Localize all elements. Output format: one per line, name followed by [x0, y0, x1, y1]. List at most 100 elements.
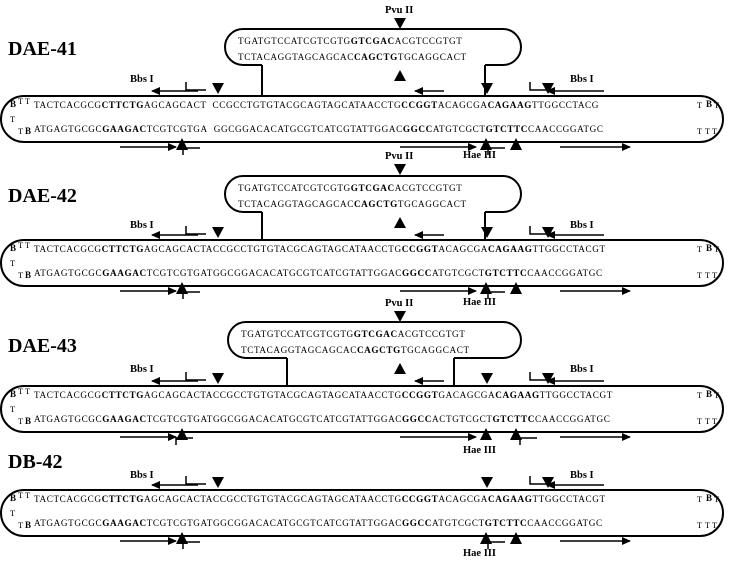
nick-bracket: [529, 82, 548, 91]
hairpin-top-seq: TGATGTCCATCGTCGTGGTCGACACGTCCGTGT: [238, 36, 463, 46]
cap-left-upper: B: [10, 389, 16, 399]
cap-letter: T: [714, 100, 720, 110]
lower-strand-seq: ATGAGTGCGCGAAGACTCGTCGTGATGGCGGACACATGCG…: [34, 414, 610, 424]
nick-bracket: [185, 226, 206, 235]
molecule-outline: [0, 95, 724, 143]
lower-strand-seq: ATGAGTGCGCGAAGACTCGTCGTGATGGCGGACACATGCG…: [34, 518, 603, 528]
enzyme-label-right: Bbs I: [570, 364, 594, 375]
panel-title: DB-42: [8, 451, 62, 473]
cap-letter: T: [25, 96, 31, 106]
cap-letter: T: [714, 244, 720, 254]
cap-letter: T: [697, 494, 703, 504]
cap-letter: T: [10, 508, 16, 518]
hairpin-top-seq: TGATGTCCATCGTCGTGGTCGACACGTCCGTGT: [241, 329, 466, 339]
cut-site-triangle: [176, 282, 188, 294]
enzyme-label-bottom: Hae III: [463, 445, 496, 456]
cap-letter: T: [10, 258, 16, 268]
cap-letter: T: [697, 244, 703, 254]
cap-letter: T: [18, 96, 24, 106]
enzyme-label-top: Pvu II: [385, 151, 413, 162]
cap-letter: T: [25, 490, 31, 500]
cut-site-triangle: [212, 373, 224, 384]
cap-letter: T: [18, 520, 24, 530]
cap-letter: T: [705, 270, 711, 280]
cap-letter: T: [18, 240, 24, 250]
cut-site-triangle: [394, 18, 406, 29]
cut-site-triangle: [480, 282, 492, 294]
cut-site-triangle: [480, 138, 492, 150]
enzyme-label-left: Bbs I: [130, 470, 154, 481]
cut-site-triangle: [510, 532, 522, 544]
cap-left-lower: B: [25, 126, 31, 136]
hairpin-bottom-seq: TCTACAGGTAGCAGCACCAGCTGTGCAGGCACT: [241, 345, 470, 355]
cap-left-lower: B: [25, 416, 31, 426]
cap-left-upper: B: [10, 243, 16, 253]
upper-strand-seq: TACTCACGCGCTTCTGAGCAGCACTACCGCCTGTGTACGC…: [34, 244, 606, 254]
enzyme-label-right: Bbs I: [570, 74, 594, 85]
cap-letter: T: [18, 490, 24, 500]
cap-left-lower: B: [25, 520, 31, 530]
cap-letter: T: [10, 114, 16, 124]
lower-strand-seq: ATGAGTGCGCGAAGACTCGTCGTGATGGCGGACACATGCG…: [34, 268, 603, 278]
enzyme-label-left: Bbs I: [130, 364, 154, 375]
cut-site-triangle: [481, 477, 493, 488]
cap-letter: T: [705, 416, 711, 426]
panel-db-42: DB-42 Bbs I Bbs I Hae III B T T T T B T …: [0, 451, 724, 559]
cap-right-upper: B: [706, 243, 712, 253]
cap-left-lower: B: [25, 270, 31, 280]
nick-bracket: [185, 476, 206, 485]
cap-letter: T: [712, 126, 718, 136]
panel-title: DAE-41: [8, 38, 77, 60]
panel-dae-43: DAE-43 Pvu II Bbs I Bbs I Hae III TGATGT…: [0, 298, 724, 456]
cap-letter: T: [697, 416, 703, 426]
cap-letter: T: [714, 390, 720, 400]
cap-letter: T: [712, 520, 718, 530]
enzyme-label-bottom: Hae III: [463, 548, 496, 559]
hairpin-outline: [224, 28, 522, 66]
cap-letter: T: [18, 386, 24, 396]
cap-letter: T: [697, 100, 703, 110]
cut-site-triangle: [394, 363, 406, 374]
cap-right-upper: B: [706, 493, 712, 503]
nick-bracket: [185, 372, 206, 381]
cut-site-triangle: [480, 532, 492, 544]
cap-letter: T: [25, 240, 31, 250]
enzyme-label-bottom: Hae III: [463, 297, 496, 308]
cut-site-triangle: [176, 532, 188, 544]
cut-site-triangle: [542, 373, 554, 384]
enzyme-label-left: Bbs I: [130, 220, 154, 231]
cap-right-upper: B: [706, 99, 712, 109]
hairpin-bottom-seq: TCTACAGGTAGCAGCACCAGCTGTGCAGGCACT: [238, 52, 467, 62]
cut-site-triangle: [510, 428, 522, 440]
cap-letter: T: [705, 126, 711, 136]
cut-site-triangle: [394, 70, 406, 81]
molecule-outline: [0, 385, 724, 433]
cap-letter: T: [18, 416, 24, 426]
enzyme-label-left: Bbs I: [130, 74, 154, 85]
hairpin-outline: [224, 175, 522, 213]
enzyme-label-right: Bbs I: [570, 470, 594, 481]
panel-title: DAE-43: [8, 335, 77, 357]
cut-site-triangle: [176, 138, 188, 150]
panel-title: DAE-42: [8, 185, 77, 207]
cut-site-triangle: [394, 311, 406, 322]
cap-letter: T: [10, 404, 16, 414]
cap-letter: T: [697, 520, 703, 530]
nick-bracket: [519, 437, 537, 445]
nick-bracket: [529, 372, 548, 381]
nick-bracket: [185, 82, 206, 91]
cap-letter: T: [697, 270, 703, 280]
molecule-outline: [0, 489, 724, 537]
nick-bracket: [529, 476, 548, 485]
enzyme-label-bottom: Hae III: [463, 150, 496, 161]
hairpin-bottom-seq: TCTACAGGTAGCAGCACCAGCTGTGCAGGCACT: [238, 199, 467, 209]
cut-site-triangle: [481, 227, 493, 238]
panel-dae-41: DAE-41 Pvu II Bbs I Bbs I Hae III TGATGT…: [0, 5, 724, 161]
cap-letter: T: [697, 390, 703, 400]
cut-site-triangle: [481, 83, 493, 94]
cap-left-upper: B: [10, 99, 16, 109]
enzyme-label-top: Pvu II: [385, 5, 413, 16]
cap-letter: T: [712, 270, 718, 280]
cut-site-triangle: [480, 428, 492, 440]
